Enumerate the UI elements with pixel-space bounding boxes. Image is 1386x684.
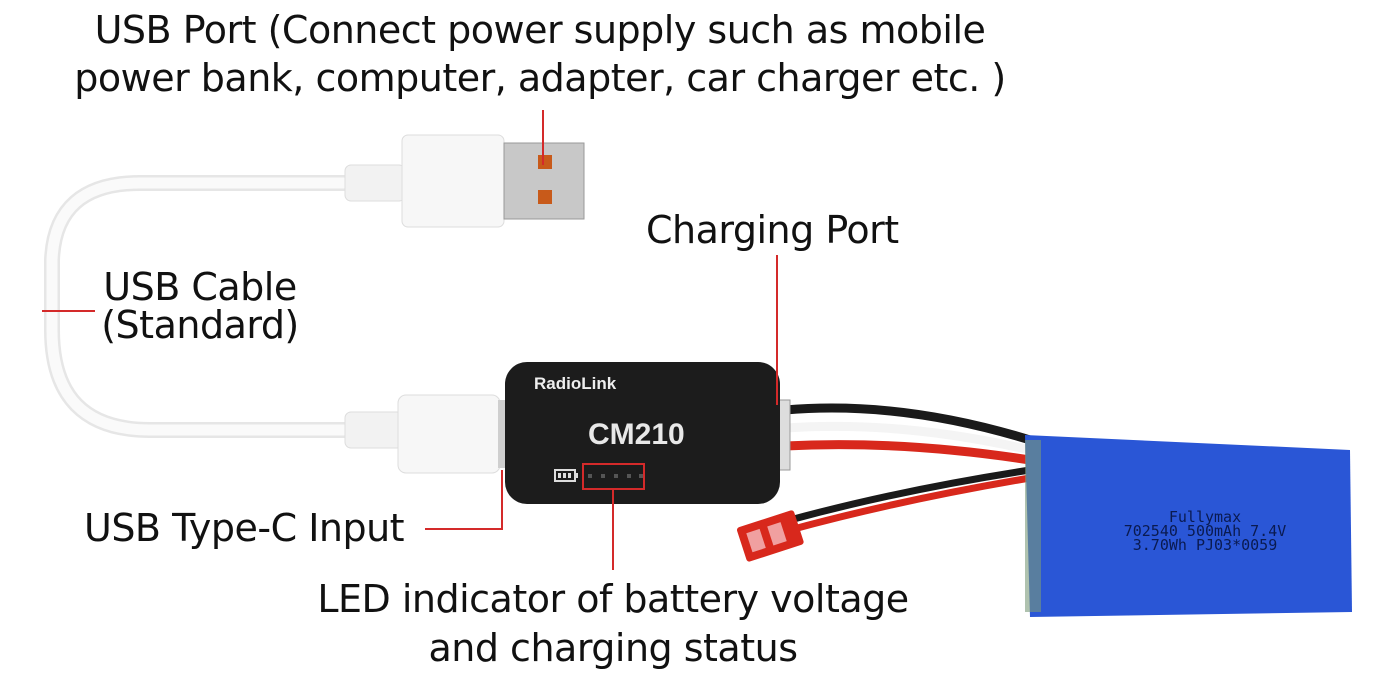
usb-cable-label-line2: (Standard) [101,303,299,347]
led-indicator-label-line2: and charging status [428,626,798,670]
usb-c-plug [344,394,518,474]
leader-lines [42,110,778,570]
model-name: CM210 [588,418,685,451]
charger-module [505,362,791,504]
battery-label-brand: Fullymax [1168,508,1242,526]
jst-connector [736,510,804,562]
led-indicator-label-line1: LED indicator of battery voltage [317,577,909,621]
battery-label: Fullymax 702540 500mAh 7.4V 3.70Wh PJ03*… [1100,508,1310,554]
usb-port-label-line1: USB Port (Connect power supply such as m… [94,8,986,52]
battery-label-spec: 702540 500mAh 7.4V [1123,522,1287,540]
usb-port-label-line2: power bank, computer, adapter, car charg… [74,56,1006,100]
type-c-input-label: USB Type-C Input [84,506,405,550]
charging-port-label: Charging Port [646,208,899,252]
lipo-battery [1025,435,1352,617]
battery-label-code: 3.70Wh PJ03*0059 [1132,536,1278,554]
usb-a-plug [344,134,585,228]
usb-cable-label-line1: USB Cable [103,265,297,309]
brand-logo: RadioLink [534,374,617,393]
